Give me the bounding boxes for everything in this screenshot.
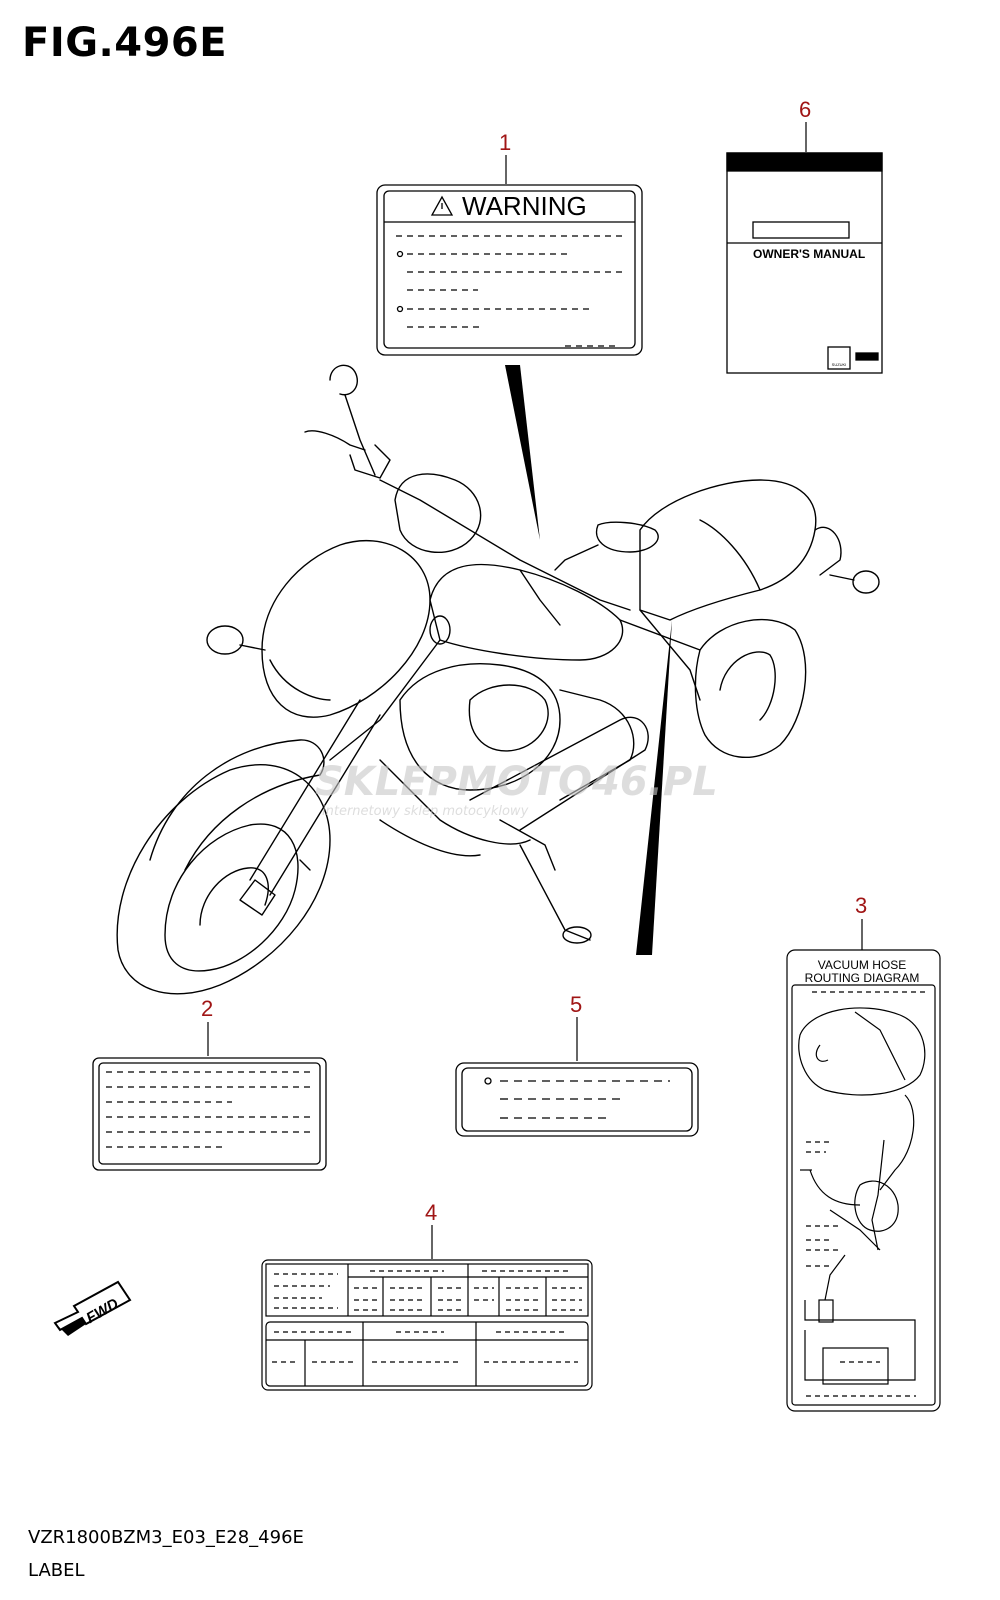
figure-title: FIG.496E — [22, 20, 228, 66]
owners-manual — [726, 152, 883, 374]
callout-2: 2 — [201, 996, 213, 1021]
warning-label — [376, 184, 643, 356]
suzuki-brand-text: SUZUKI — [832, 362, 847, 367]
callouts — [207, 122, 863, 1259]
owners-manual-title: OWNER'S MANUAL — [753, 247, 865, 261]
vacuum-hose-label — [786, 949, 941, 1412]
leader-5 — [636, 620, 672, 955]
vacuum-hose-title-2: ROUTING DIAGRAM — [805, 971, 920, 985]
callout-3: 3 — [855, 893, 867, 918]
label-5 — [455, 1062, 699, 1137]
figure-code: VZR1800BZM3_E03_E28_496E — [28, 1527, 304, 1548]
callout-4: 4 — [425, 1200, 437, 1225]
watermark-brand: SKLEPMOTO46.PL — [315, 759, 718, 805]
vacuum-hose-title-1: VACUUM HOSE — [818, 958, 906, 972]
label-2 — [92, 1057, 327, 1171]
watermark-tagline: internetowy sklep motocyklowy — [322, 804, 529, 819]
warning-triangle-icon — [430, 195, 454, 216]
watermark: SKLEPMOTO46.PL internetowy sklep motocyk… — [315, 759, 718, 819]
section-name: LABEL — [28, 1560, 85, 1581]
motorcycle-drawing — [116, 364, 880, 995]
warning-text: WARNING — [462, 191, 587, 221]
leader-1 — [505, 365, 540, 540]
callout-1: 1 — [499, 130, 511, 155]
callout-6: 6 — [799, 97, 811, 122]
fwd-arrow-icon: FWD — [53, 1280, 132, 1336]
label-4 — [261, 1259, 593, 1391]
callout-5: 5 — [570, 992, 582, 1017]
